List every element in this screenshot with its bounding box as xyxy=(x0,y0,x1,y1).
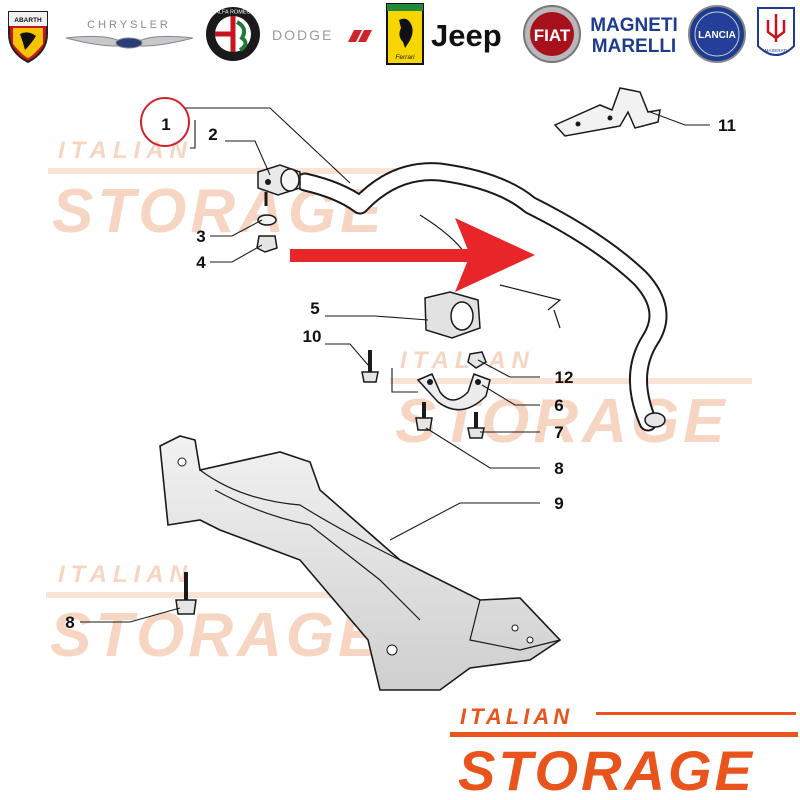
watermark-text-italian: ITALIAN xyxy=(400,347,535,374)
callout-6: 6 xyxy=(554,396,563,415)
callout-labels: 1 2 3 4 5 10 12 6 7 8 9 8 11 xyxy=(65,115,736,632)
watermark-text-italian: ITALIAN xyxy=(58,137,193,164)
watermark-layer: ITALIAN STORAGE ITALIAN STORAGE ITALIAN … xyxy=(46,137,752,670)
alfa-romeo-logo: ALFA ROMEO xyxy=(204,4,262,64)
dodge-logo: DODGE xyxy=(268,4,380,64)
marelli-logo-text: MARELLI xyxy=(592,36,676,57)
callout-8-upper: 8 xyxy=(554,459,563,478)
magneti-logo-text: MAGNETI xyxy=(590,15,678,36)
part-10-bolt xyxy=(361,350,379,383)
part-5-bushing xyxy=(424,291,481,339)
leader-lines xyxy=(80,107,710,623)
callout-4: 4 xyxy=(196,253,206,272)
part-7-bolt xyxy=(467,412,485,439)
stabilizer-bar xyxy=(295,162,668,432)
part-3-washer xyxy=(257,214,277,226)
part-4-nut xyxy=(256,235,278,253)
brand-line-italian: ITALIAN xyxy=(460,704,573,729)
watermark-bottom: ITALIAN STORAGE xyxy=(46,561,383,670)
part-9-crossmember xyxy=(159,435,562,691)
watermark-middle: ITALIAN STORAGE xyxy=(390,347,752,456)
callout-10: 10 xyxy=(303,327,322,346)
brand-line-storage: STORAGE xyxy=(458,739,755,800)
jeep-logo-text: Jeep xyxy=(431,18,502,53)
part-8-bolt-lower xyxy=(175,572,197,615)
chrysler-logo: CHRYSLER xyxy=(62,4,197,64)
watermark-text-storage: STORAGE xyxy=(50,601,383,670)
callout-9: 9 xyxy=(554,494,563,513)
ferrari-logo: Ferrari xyxy=(385,3,425,65)
callout-2: 2 xyxy=(208,125,217,144)
watermark-text-storage: STORAGE xyxy=(395,387,728,456)
alfa-romeo-logo-text: ALFA ROMEO xyxy=(215,10,251,16)
callout-1: 1 xyxy=(161,115,170,134)
callout-5: 5 xyxy=(310,299,319,318)
maserati-logo-text: MASERATI xyxy=(765,48,788,53)
part-11-bracket xyxy=(553,87,661,137)
fiat-logo-text: FIAT xyxy=(534,26,571,45)
abarth-logo-text: ABARTH xyxy=(14,17,42,24)
italian-storage-logo: ITALIAN STORAGE xyxy=(450,704,798,800)
abarth-logo: ABARTH xyxy=(2,4,54,64)
lancia-logo: LANCIA xyxy=(686,4,748,64)
watermark-text-italian: ITALIAN xyxy=(58,561,193,588)
chrysler-logo-text: CHRYSLER xyxy=(87,19,171,31)
callout-3: 3 xyxy=(196,227,205,246)
part-6-clamp xyxy=(416,373,491,411)
fiat-logo: FIAT xyxy=(521,4,583,64)
callout-8-lower: 8 xyxy=(65,613,74,632)
highlight-arrow xyxy=(290,218,535,292)
callout-1-highlight-circle xyxy=(140,97,190,147)
lancia-logo-text: LANCIA xyxy=(698,30,736,41)
brand-logo-bar: ABARTH CHRYSLER ALFA ROMEO DODGE xyxy=(0,0,800,72)
jeep-logo: Jeep xyxy=(429,4,515,64)
callout-11: 11 xyxy=(718,116,736,135)
callout-12: 12 xyxy=(555,368,574,387)
magneti-marelli-logo: MAGNETI MARELLI xyxy=(588,4,680,64)
part-12-nut xyxy=(467,351,487,369)
maserati-logo: MASERATI xyxy=(754,4,798,64)
callout-7: 7 xyxy=(554,423,563,442)
parts-diagram: ITALIAN STORAGE ITALIAN STORAGE ITALIAN … xyxy=(46,87,752,691)
ferrari-logo-text: Ferrari xyxy=(395,54,415,61)
dodge-logo-text: DODGE xyxy=(272,27,333,43)
